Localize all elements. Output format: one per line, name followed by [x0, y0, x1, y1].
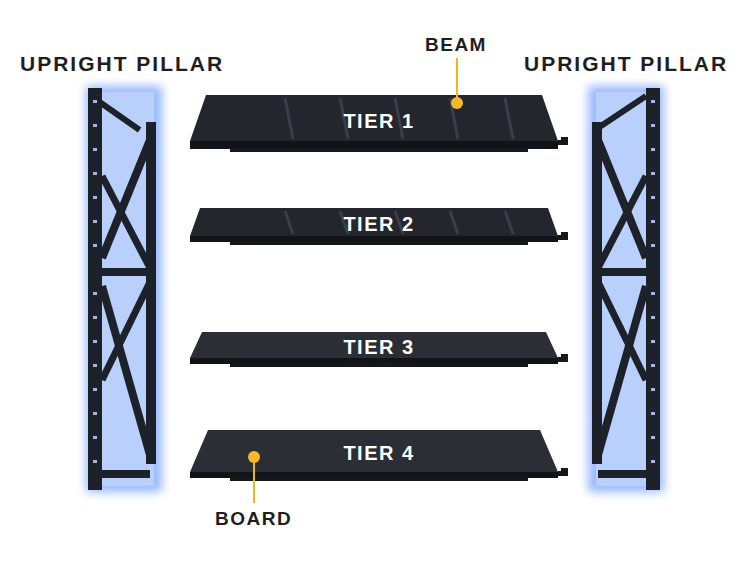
tier-label: TIER 2 [343, 213, 414, 236]
shelf-tier: TIER 1 [190, 95, 568, 153]
tier-label: TIER 3 [343, 336, 414, 359]
part-label: BEAM [425, 34, 487, 56]
part-label: UPRIGHT PILLAR [524, 52, 728, 76]
shelf-tier: TIER 4 [190, 430, 568, 482]
tier-label: TIER 4 [343, 442, 414, 465]
shelf-tier: TIER 3 [190, 332, 568, 368]
tier-label: TIER 1 [343, 110, 414, 133]
part-label: BOARD [215, 508, 292, 530]
shelf-tier: TIER 2 [190, 208, 568, 246]
part-label: UPRIGHT PILLAR [20, 52, 224, 76]
